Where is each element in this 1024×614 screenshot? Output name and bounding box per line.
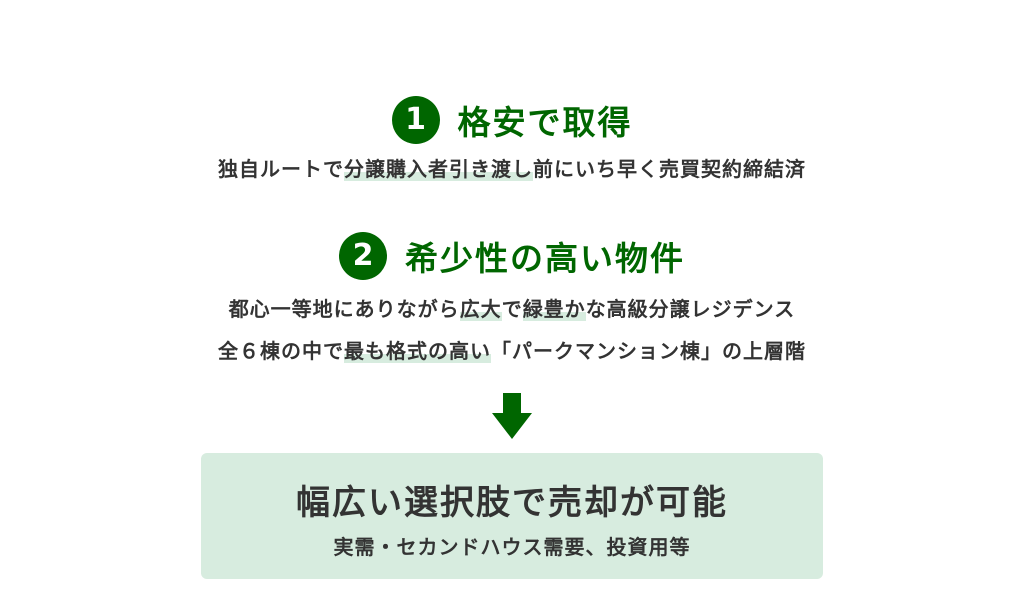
arrow-down-icon	[492, 393, 532, 439]
point-2-line1-post: な高級分譲レジデンス	[585, 297, 796, 321]
number-badge-1: 1	[391, 96, 440, 144]
point-1-heading: 1 格安で取得	[0, 92, 1024, 148]
point-1-title: 格安で取得	[457, 103, 633, 142]
point-1-desc-highlight: 分譲購入者引き渡し	[344, 157, 533, 181]
point-2-description-line-1: 都心一等地にありながら広大で緑豊かな高級分譲レジデンス	[0, 294, 1024, 324]
point-2-line1-pre: 都心一等地にありながら	[228, 297, 460, 321]
point-1-desc-post: 前にいち早く売買契約締結済	[533, 157, 806, 181]
point-2-title: 希少性の高い物件	[405, 239, 685, 278]
result-title: 幅広い選択肢で売却が可能	[296, 483, 728, 523]
point-2-line2-highlight: 最も格式の高い	[344, 339, 491, 363]
point-2-line1-mid: で	[501, 297, 523, 321]
point-1-description: 独自ルートで分譲購入者引き渡し前にいち早く売買契約締結済	[0, 154, 1024, 184]
result-box: 幅広い選択肢で売却が可能 実需・セカンドハウス需要、投資用等	[201, 453, 823, 579]
point-2-heading: 2 希少性の高い物件	[0, 228, 1024, 284]
point-2-line2-post: 「パークマンション棟」の上層階	[491, 339, 806, 363]
point-2-line2-pre: 全６棟の中で	[218, 339, 344, 363]
point-2-description-line-2: 全６棟の中で最も格式の高い「パークマンション棟」の上層階	[0, 336, 1024, 366]
number-badge-2: 2	[339, 232, 387, 280]
result-subtitle: 実需・セカンドハウス需要、投資用等	[333, 535, 691, 559]
point-1-desc-pre: 独自ルートで	[218, 157, 344, 181]
point-2-line1-highlight-2: 緑豊か	[522, 297, 586, 321]
point-2-line1-highlight-1: 広大	[459, 297, 502, 321]
